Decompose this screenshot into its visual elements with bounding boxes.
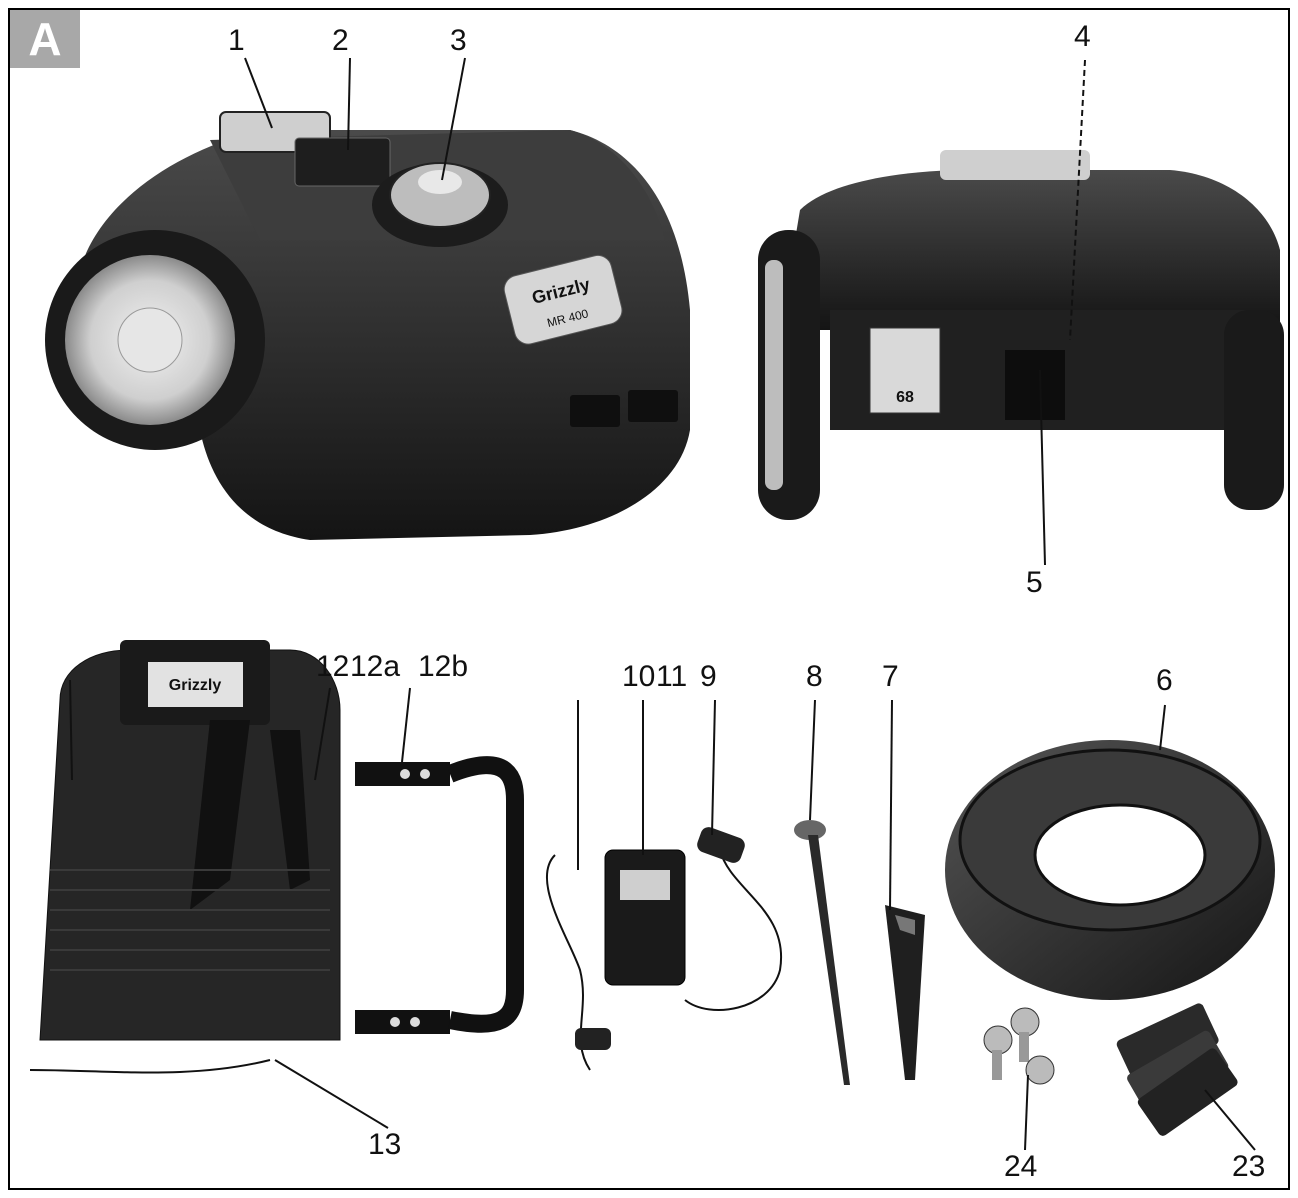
screws (983, 1007, 1055, 1085)
callout-5: 5 (1026, 566, 1043, 599)
rear-slot-part-5 (1005, 350, 1065, 420)
callout-7: 7 (882, 660, 899, 693)
callout-3: 3 (450, 24, 467, 57)
callout-12b: 12b (418, 650, 469, 683)
leader-lines (69, 57, 1256, 1151)
peg-small (885, 905, 925, 1080)
parts-overview-figure: A (8, 8, 1290, 1190)
station-bracket (355, 756, 524, 1034)
callout-23: 23 (1232, 1150, 1266, 1183)
callout-1: 1 (228, 24, 245, 57)
rating-plate-text: 68 (896, 389, 914, 406)
callout-24: 24 (1004, 1150, 1038, 1183)
callout-9: 9 (700, 660, 717, 693)
power-supply (545, 827, 783, 1071)
mower-rear-view: 68 (758, 150, 1284, 520)
callout-12: 12 (316, 650, 350, 683)
callout-11: 11 (656, 660, 688, 693)
station-badge-text: Grizzly (169, 677, 222, 694)
control-panel-part-2 (294, 137, 391, 187)
panel-letter: A (10, 10, 80, 68)
charging-station: Grizzly (29, 640, 341, 1074)
brand-badge: Grizzly MR 400 (503, 254, 623, 345)
callout-2: 2 (332, 24, 349, 57)
boundary-cable-coil (945, 740, 1275, 1000)
callout-8: 8 (806, 660, 823, 693)
peg-large (794, 820, 850, 1085)
callout-12a: 12a (350, 650, 401, 683)
mower-side-view: Grizzly MR 400 (45, 111, 690, 540)
height-knob-part-3 (389, 162, 491, 228)
product-illustration: Grizzly MR 400 68 Grizzly (29, 57, 1284, 1151)
callout-4: 4 (1074, 20, 1091, 53)
callout-6: 6 (1156, 664, 1173, 697)
callout-13: 13 (368, 1128, 402, 1161)
blades (1116, 1003, 1238, 1136)
rating-plate (869, 327, 941, 414)
callout-10: 10 (622, 660, 656, 693)
